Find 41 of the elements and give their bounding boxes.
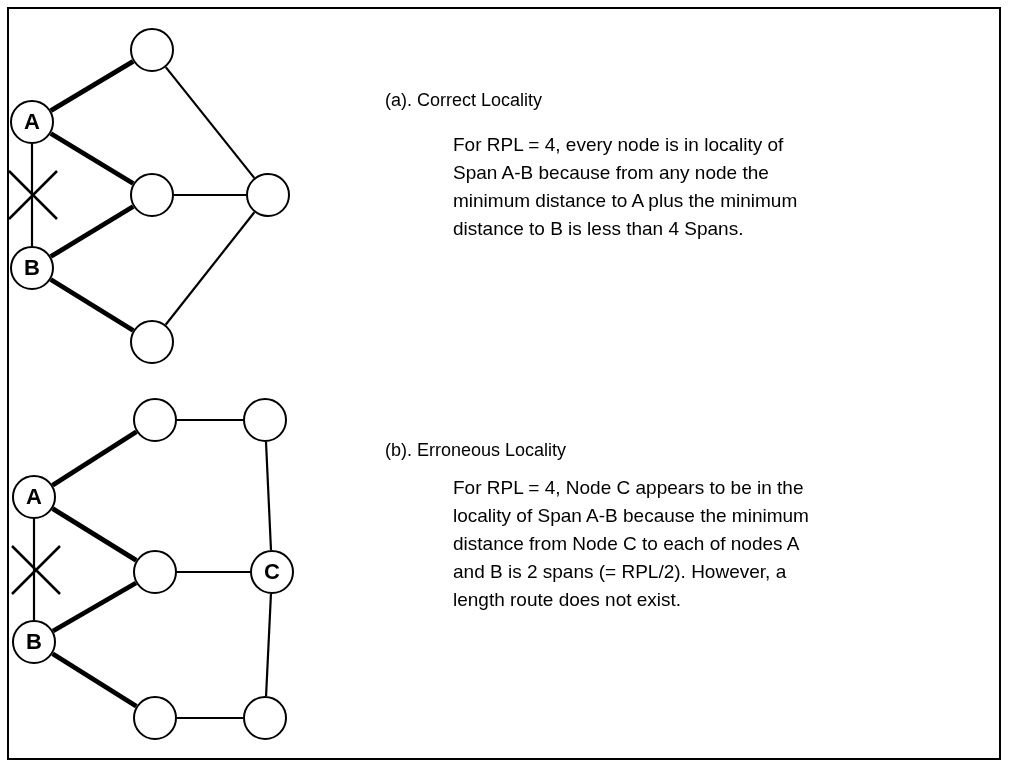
network-node-circle <box>243 398 287 442</box>
connector-line <box>177 418 243 422</box>
connector-line <box>49 277 135 333</box>
caption-heading: (a). Correct Locality <box>385 89 544 112</box>
node-label: B <box>24 257 40 279</box>
connector-line <box>164 66 256 179</box>
network-node-circle <box>12 475 56 519</box>
network-node-circle <box>130 320 174 364</box>
node-label: B <box>26 631 42 653</box>
description-paragraph: For RPL = 4, every node is in locality of Span A-B because from any node the minimum distance to A plus the minimum distance to B is less than 4 Spans. <box>453 133 799 241</box>
node-label: A <box>24 111 40 133</box>
network-node-circle <box>243 696 287 740</box>
connector-line <box>51 651 138 709</box>
network-node-circle <box>246 173 290 217</box>
connector-line <box>49 131 135 186</box>
network-node-circle <box>130 173 174 217</box>
connector-line <box>49 204 135 259</box>
network-node-circle <box>12 620 56 664</box>
connector-line <box>264 441 273 551</box>
connector-line <box>49 59 135 113</box>
connector-line <box>177 570 250 574</box>
connector-line <box>174 193 246 197</box>
caption-heading: (b). Erroneous Locality <box>385 439 568 462</box>
network-node-circle <box>250 550 294 594</box>
connector-line <box>32 519 36 620</box>
node-label: C <box>264 561 280 583</box>
network-node-circle <box>10 100 54 144</box>
network-node-circle <box>133 550 177 594</box>
network-node-circle <box>133 398 177 442</box>
description-paragraph: For RPL = 4, Node C appears to be in the locality of Span A-B because the minimum distance from Node C to each of nodes A and B is 2 spans (= RPL/2). However, a length route does not exist. <box>453 476 810 612</box>
connector-line <box>164 211 256 326</box>
connector-line <box>51 580 138 634</box>
network-node-circle <box>130 28 174 72</box>
network-node-circle <box>133 696 177 740</box>
connector-line <box>51 506 138 563</box>
connector-line <box>264 593 273 697</box>
connector-line <box>51 429 138 488</box>
node-label: A <box>26 486 42 508</box>
network-node-circle <box>10 246 54 290</box>
connector-line <box>177 716 243 720</box>
connector-line <box>30 144 34 246</box>
